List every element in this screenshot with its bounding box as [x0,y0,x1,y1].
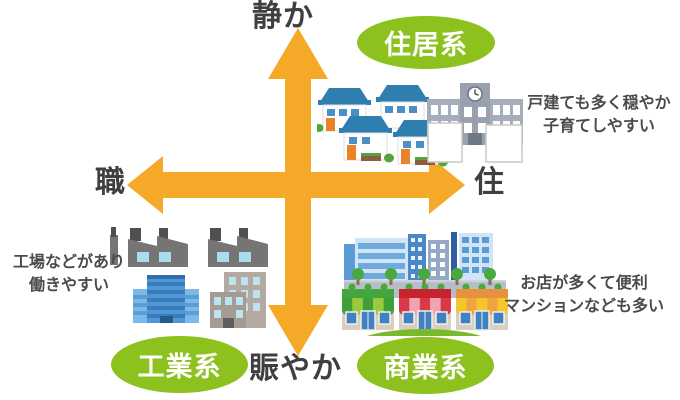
hill-icon [367,329,481,336]
zone-badge-industrial: 工業系 [111,336,248,393]
school-icon [427,83,523,163]
shop-icon [342,283,394,331]
note-line: 工場などがあり [12,252,125,271]
note-industrial: 工場などがあり 働きやすい [4,251,134,296]
tree-icon [352,268,496,285]
note-line: マンションなども多い [503,295,664,315]
zone-badge-label: 住居系 [384,30,468,61]
factory-icon [208,228,268,267]
zone-badge-label: 商業系 [383,353,468,384]
note-line: 子育てしやすい [543,115,655,135]
horizontal-axis-shaft [158,172,434,198]
factory-icon [128,228,188,267]
school-illustration [427,83,523,163]
zone-badge-residential: 住居系 [357,16,495,69]
note-line: お店が多くて便利 [520,273,648,292]
arrow-right-icon [429,156,465,214]
city-shops-illustration [342,232,508,336]
shop-icon [456,283,508,331]
zone-badge-commercial: 商業系 [357,337,494,394]
shop-icon [399,283,451,331]
office-building-icon [133,275,199,323]
note-commercial: お店が多くて便利 マンションなども多い [488,272,680,317]
arrow-down-icon [268,305,328,356]
note-line: 戸建ても多く穏やか [527,93,671,112]
zone-badge-label: 工業系 [137,352,222,383]
office-building-icon [210,272,266,328]
houses-illustration [317,85,448,167]
axis-label-work: 職 [95,165,126,200]
axis-label-quiet: 静か [252,0,314,34]
arrow-up-icon [268,28,328,79]
factories-illustration [110,227,268,328]
house-icon [339,116,394,163]
note-residential: 戸建ても多く穏やか 子育てしやすい [516,92,680,137]
note-line: 働きやすい [28,274,109,294]
axis-label-live: 住 [474,165,505,200]
city-buildings-icon [344,232,493,288]
axis-label-lively: 賑やか [249,351,342,386]
arrow-left-icon [127,156,163,214]
